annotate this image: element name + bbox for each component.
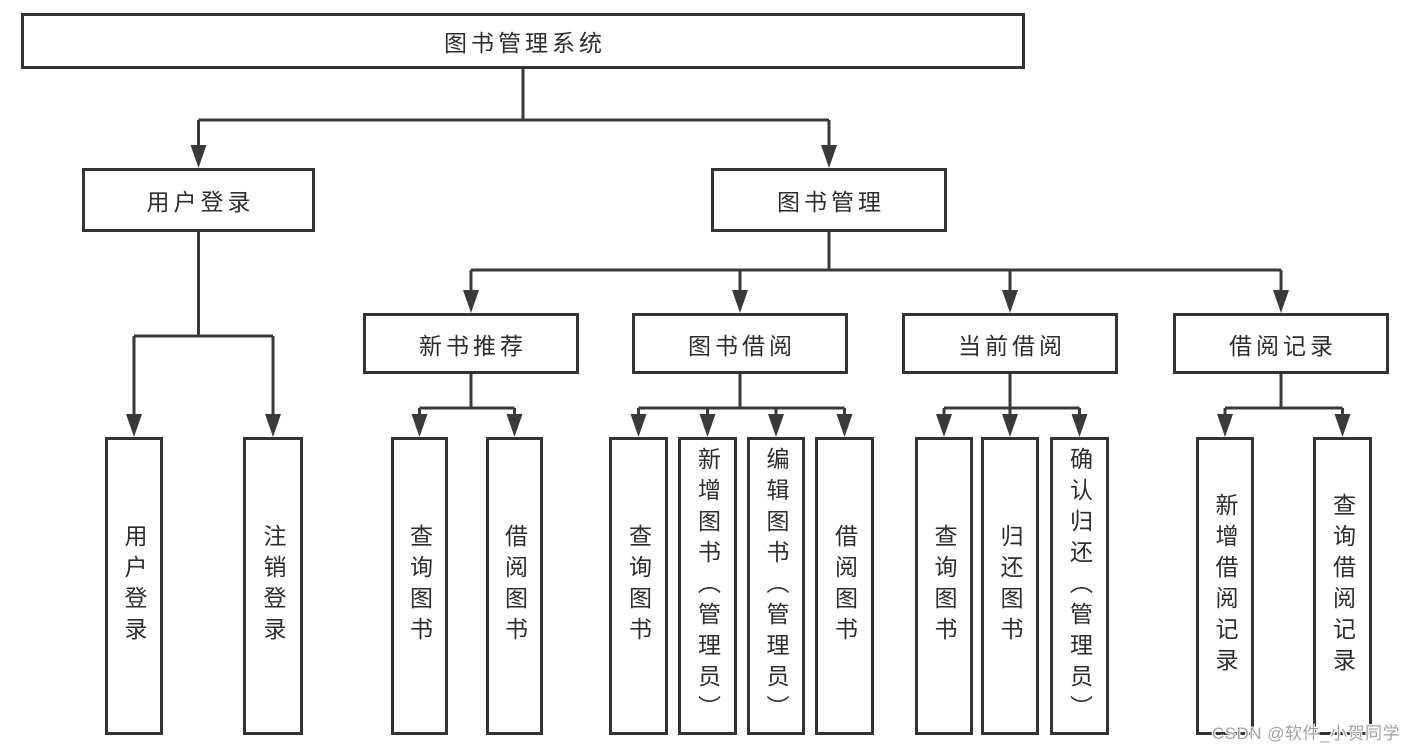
node-book-management: 图书管理: [711, 168, 947, 232]
node-book-borrowing: 图书借阅: [632, 313, 848, 374]
leaf-add-books-admin: 新增图书（管理员）: [678, 437, 737, 735]
node-borrowing-records: 借阅记录: [1173, 313, 1389, 374]
leaf-query-books-borrowing: 查询图书: [609, 437, 668, 735]
leaf-query-books-recommend: 查询图书: [391, 437, 448, 735]
leaf-user-login: 用户登录: [105, 437, 163, 735]
node-user-login: 用户登录: [82, 168, 315, 232]
node-library-management-system: 图书管理系统: [21, 13, 1025, 69]
leaf-return-books: 归还图书: [981, 437, 1039, 735]
leaf-query-borrow-record: 查询借阅记录: [1313, 437, 1372, 735]
arrowhead-icons: [126, 145, 1351, 437]
watermark: CSDN @软件_小贺同学: [1211, 724, 1400, 743]
leaf-borrow-books: 借阅图书: [815, 437, 874, 735]
leaf-query-books-current: 查询图书: [915, 437, 973, 735]
leaf-borrow-books-recommend: 借阅图书: [486, 437, 543, 735]
node-new-book-recommend: 新书推荐: [363, 313, 579, 374]
leaf-logout: 注销登录: [243, 437, 303, 735]
leaf-add-borrow-record: 新增借阅记录: [1196, 437, 1254, 735]
node-current-borrowing: 当前借阅: [902, 313, 1118, 374]
leaf-edit-books-admin: 编辑图书（管理员）: [747, 437, 805, 735]
leaf-confirm-return-admin: 确认归还（管理员）: [1050, 437, 1109, 735]
